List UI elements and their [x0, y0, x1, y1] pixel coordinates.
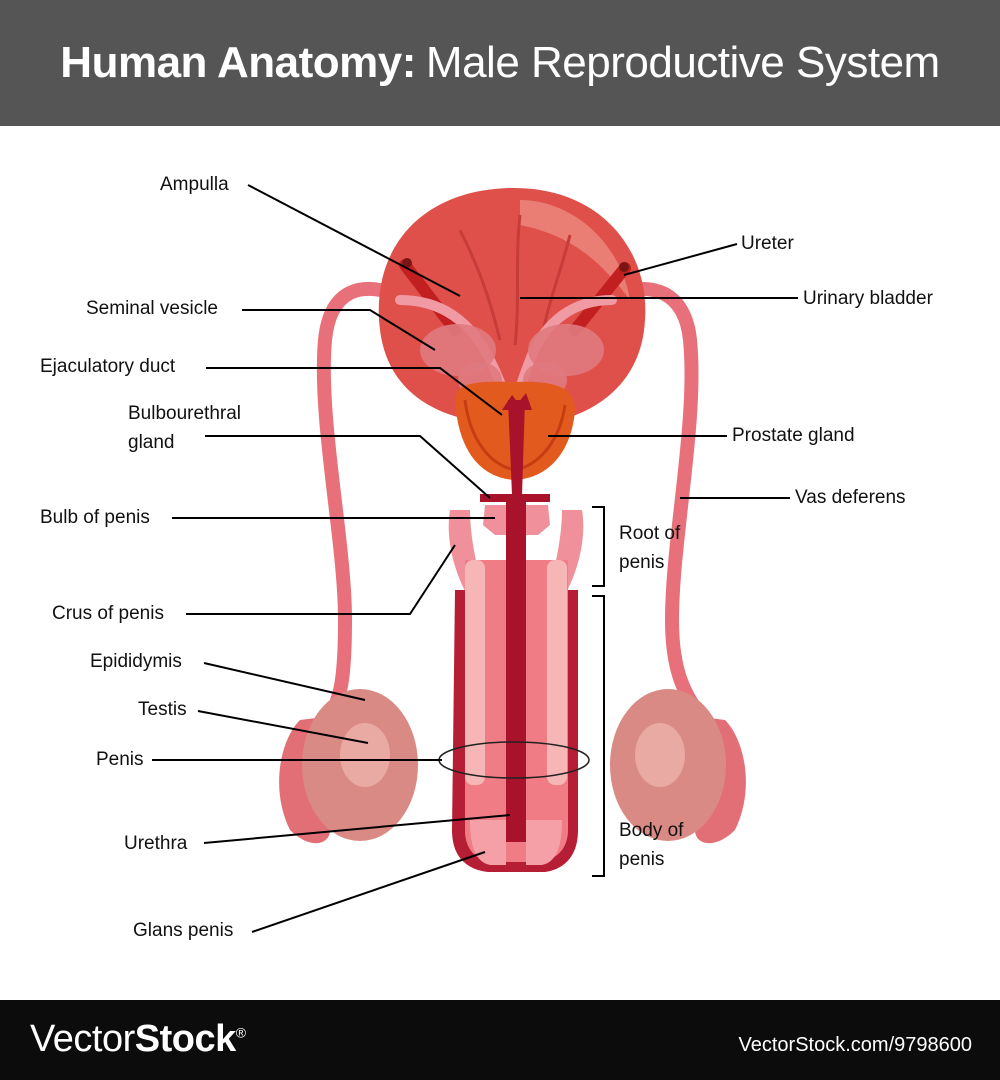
brand-logo: VectorStock® [30, 1018, 246, 1061]
title-light: Male Reproductive System [425, 38, 940, 87]
footer-banner: VectorStock® VectorStock.com/9798600 [0, 1000, 1000, 1080]
bladder-fold-2 [513, 214, 522, 346]
glans-shape-right [526, 820, 562, 865]
header-banner: Human Anatomy: Male Reproductive System [0, 0, 1000, 126]
bladder-highlight [520, 200, 630, 300]
urethra-prostatic [508, 400, 525, 495]
label-penis: Penis [96, 749, 144, 770]
brand-bold: Stock [134, 1018, 236, 1060]
label-testis: Testis [138, 699, 187, 720]
line-crus-of-penis [186, 544, 456, 615]
label-body-line1: Body of [619, 820, 684, 841]
brand-light: Vector [30, 1018, 135, 1060]
bracket-body [592, 595, 605, 877]
label-bulbourethral-line1: Bulbourethral [128, 403, 242, 424]
label-urethra: Urethra [124, 833, 188, 854]
label-bulbourethral-line2: gland [128, 432, 175, 453]
testis-left-highlight [340, 723, 390, 787]
label-epididymis: Epididymis [90, 651, 182, 672]
line-ejaculatory-duct [206, 367, 503, 416]
label-body-line2: penis [619, 849, 665, 870]
corpus-cavernosum-left [465, 560, 485, 785]
label-seminal-vesicle: Seminal vesicle [86, 298, 218, 319]
line-ampulla [247, 184, 461, 297]
footer-url[interactable]: VectorStock.com/9798600 [738, 1034, 972, 1056]
line-seminal-vesicle [242, 309, 436, 351]
label-crus-of-penis: Crus of penis [52, 603, 164, 624]
bulbourethral-bar [480, 494, 550, 502]
ejaculatory-duct-shape [502, 393, 532, 410]
corpus-cavernosum-right [547, 560, 567, 785]
brand-reg: ® [235, 1024, 246, 1041]
line-glans-penis [251, 851, 486, 933]
label-ejaculatory-duct: Ejaculatory duct [40, 356, 176, 377]
ureter-left-opening [402, 258, 412, 268]
label-ureter: Ureter [741, 233, 794, 254]
title-bold: Human Anatomy: [60, 38, 416, 87]
line-bulbourethral [205, 435, 491, 499]
ureter-right-opening [619, 262, 629, 272]
label-ampulla: Ampulla [160, 174, 229, 195]
line-ureter [623, 243, 738, 276]
line-epididymis [203, 662, 366, 701]
urethra-penile [506, 502, 526, 842]
line-urethra [203, 814, 511, 844]
bladder-fold-1 [458, 229, 502, 341]
line-testis [197, 710, 369, 744]
label-vas-deferens: Vas deferens [795, 487, 906, 508]
label-prostate-gland: Prostate gland [732, 425, 855, 446]
vas-deferens-left [316, 282, 407, 722]
bracket-root [592, 506, 605, 587]
label-bulb-of-penis: Bulb of penis [40, 507, 150, 528]
label-root-line1: Root of [619, 523, 681, 544]
anatomy-diagram [152, 184, 798, 933]
label-urinary-bladder: Urinary bladder [803, 288, 933, 309]
label-glans-penis: Glans penis [133, 920, 234, 941]
testis-right-highlight [635, 723, 685, 787]
ureter-left [399, 259, 461, 336]
label-root-line2: penis [619, 552, 665, 573]
vas-deferens-right [603, 282, 707, 722]
